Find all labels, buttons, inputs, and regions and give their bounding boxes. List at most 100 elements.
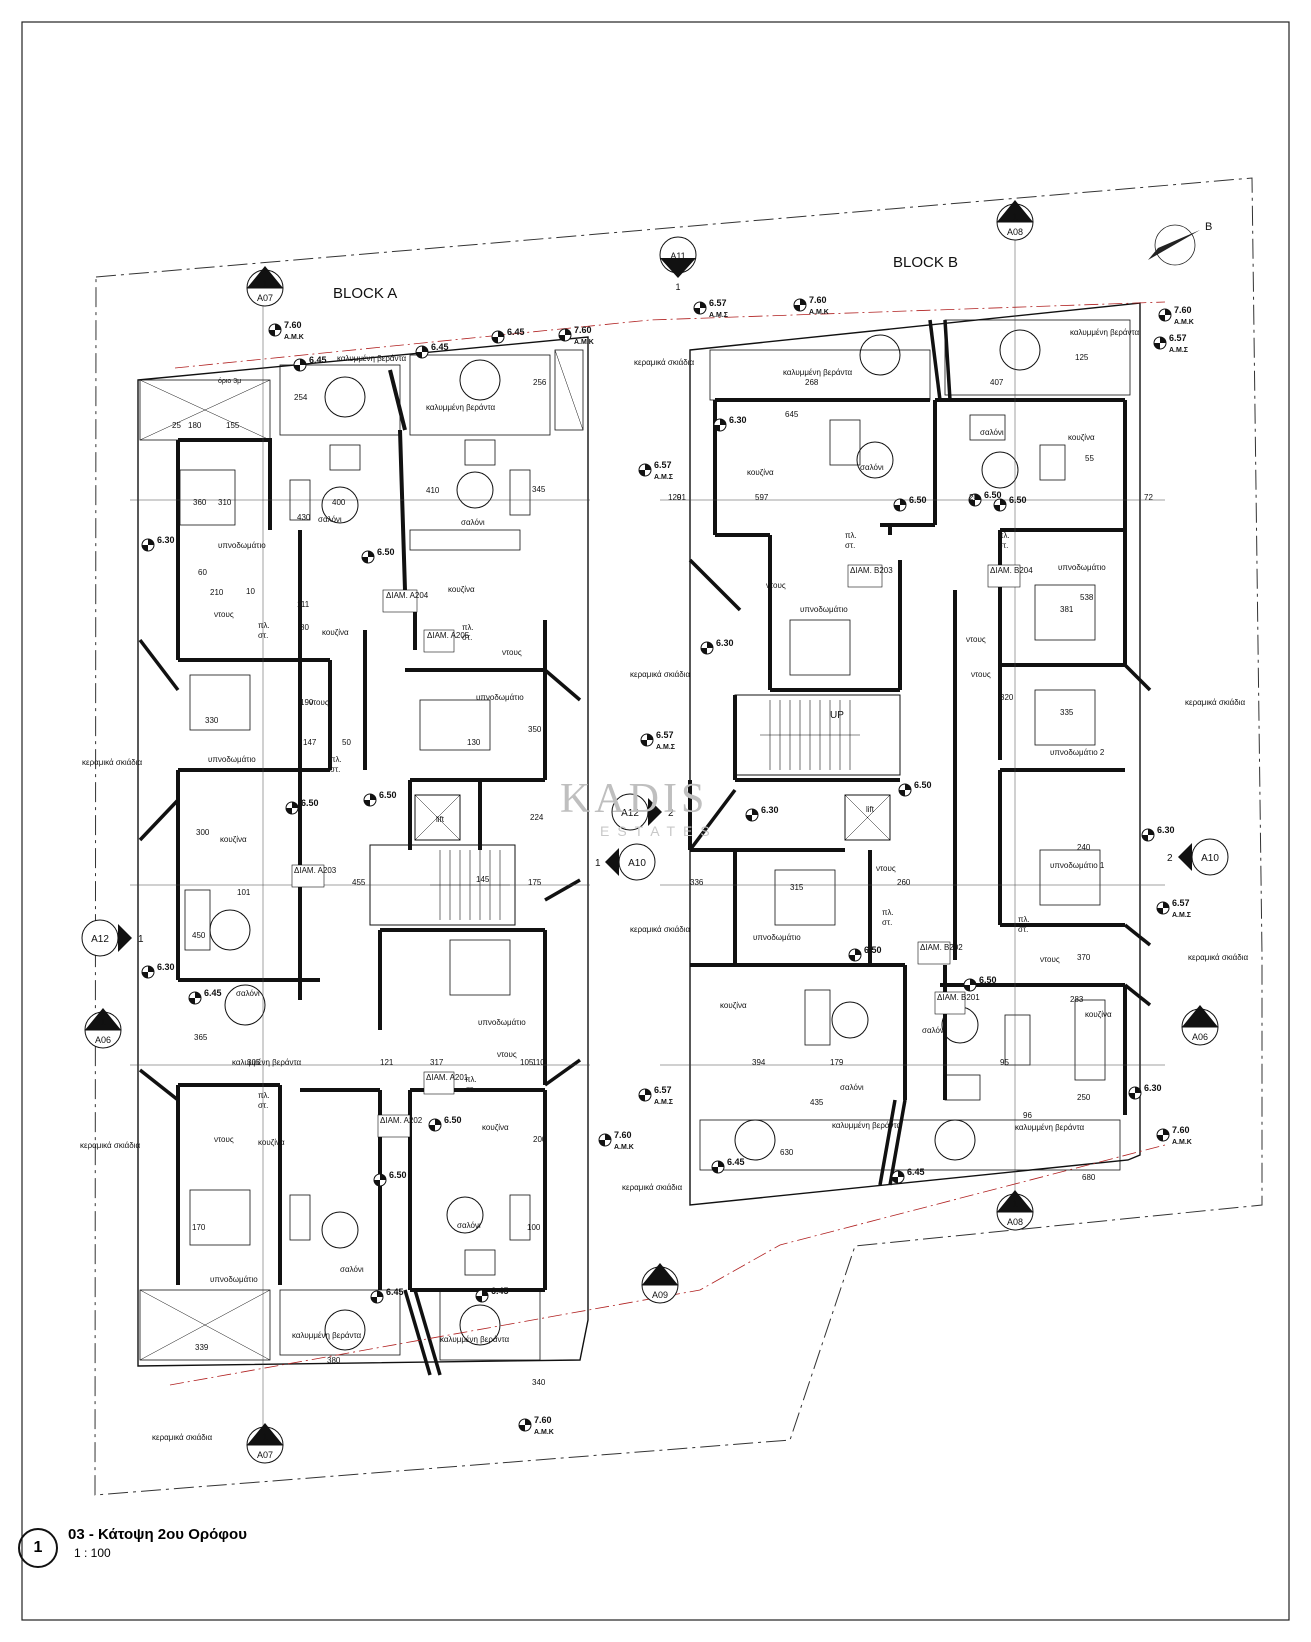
svg-text:πλ.: πλ. (258, 621, 270, 630)
dimension-label: 125 (1075, 353, 1089, 362)
dimension-label: 339 (195, 1343, 209, 1352)
level-value: 6.45 (431, 342, 449, 352)
section-marker-a06-right: 1 A06 (1181, 1005, 1219, 1046)
apartment-tags: ΔΙΑΜ. Α204 ΔΙΑΜ. Α205 ΔΙΑΜ. Α203 ΔΙΑΜ. Α… (291, 564, 1033, 1138)
svg-text:πλ.: πλ. (882, 908, 894, 917)
svg-text:στ.: στ. (1018, 925, 1028, 934)
dimension-label: 240 (1077, 843, 1091, 852)
level-marker: 6.50 (428, 1115, 462, 1132)
room-label: καλυμμένη βεράντα (426, 403, 496, 412)
room-label: κουζίνα (482, 1123, 509, 1132)
level-note: Α.Μ.Κ (574, 339, 594, 346)
svg-text:πλ.: πλ. (462, 623, 474, 632)
room-label: κουζίνα (448, 585, 475, 594)
level-value: 7.60 (614, 1130, 632, 1140)
level-marker: 6.30 (141, 962, 175, 979)
dimension-label: 330 (205, 716, 219, 725)
section-marker-a08-top: 1 A08 (996, 200, 1034, 241)
level-marker: 6.45 (491, 327, 525, 344)
svg-text:A06: A06 (1192, 1032, 1208, 1042)
room-label: σαλόνι (860, 463, 884, 472)
level-value: 6.30 (157, 535, 175, 545)
dimension-label: 91 (677, 493, 686, 502)
site-boundary (94, 177, 1263, 1496)
dimension-label: 597 (755, 493, 769, 502)
level-value: 6.50 (444, 1115, 462, 1125)
drawing-title: 03 - Κάτοψη 2ου Ορόφου (68, 1526, 247, 1543)
svg-text:1: 1 (262, 1432, 267, 1442)
svg-text:2: 2 (1167, 853, 1173, 864)
level-marker: 6.45 (415, 342, 449, 359)
level-marker: 6.30 (1141, 825, 1175, 842)
svg-text:1: 1 (1012, 1199, 1017, 1209)
dimension-label: 10 (246, 587, 255, 596)
drawing-number-badge: 1 (18, 1528, 58, 1568)
svg-text:A06: A06 (95, 1035, 111, 1045)
level-value: 6.57 (656, 730, 674, 740)
dimension-label: 360 (193, 498, 207, 507)
room-label: κεραμικά σκιάδια (634, 358, 694, 367)
room-label: σαλόνι (980, 428, 1004, 437)
room-label: υπνοδωμάτιο (1058, 563, 1106, 572)
block-a-slab (137, 336, 589, 1367)
dimension-label: 538 (1080, 593, 1094, 602)
svg-text:1: 1 (657, 1264, 662, 1274)
dimension-label: 20 (969, 493, 978, 502)
svg-text:1: 1 (262, 279, 267, 289)
svg-text:πλ.: πλ. (330, 755, 342, 764)
level-note: Α.Μ.Σ (1169, 347, 1188, 354)
section-marker-a11: A11 1 (659, 236, 697, 292)
room-label: σαλόνι (457, 1221, 481, 1230)
room-label: υπνοδωμάτιο (800, 605, 848, 614)
level-value: 7.60 (574, 325, 592, 335)
level-note: Α.Μ.Σ (654, 1099, 673, 1106)
dimension-label: 400 (332, 498, 346, 507)
level-value: 6.57 (1169, 333, 1187, 343)
svg-text:στ.: στ. (462, 633, 472, 642)
dimension-label: 370 (1077, 953, 1091, 962)
room-label: ντους (502, 648, 522, 657)
room-label: υπνοδωμάτιο (478, 1018, 526, 1027)
dimension-label: 365 (194, 1033, 208, 1042)
svg-text:ΔΙΑΜ. Β201: ΔΙΑΜ. Β201 (937, 993, 980, 1002)
svg-text:στ.: στ. (845, 541, 855, 550)
dimension-label: 336 (690, 878, 704, 887)
svg-text:ΔΙΑΜ. Β202: ΔΙΑΜ. Β202 (920, 943, 963, 952)
section-marker-a06-left: 1 A06 (84, 1008, 122, 1049)
level-value: 6.45 (309, 355, 327, 365)
room-label: κεραμικά σκιάδια (630, 670, 690, 679)
svg-text:1: 1 (1012, 212, 1017, 222)
section-marker-a08-bottom: 1 A08 (996, 1190, 1034, 1231)
svg-text:A10: A10 (1201, 853, 1219, 864)
svg-text:ΔΙΑΜ. Β203: ΔΙΑΜ. Β203 (850, 566, 893, 575)
dimension-label: 381 (1060, 605, 1074, 614)
level-marker: 6.45 (711, 1157, 745, 1174)
svg-text:A07: A07 (257, 293, 273, 303)
room-label: ντους (1040, 955, 1060, 964)
level-marker: 6.45 (475, 1286, 509, 1303)
level-marker: 6.57Α.Μ.Σ (1156, 898, 1191, 919)
dimension-label: 335 (1060, 708, 1074, 717)
level-value: 6.50 (864, 945, 882, 955)
svg-text:A11: A11 (670, 251, 685, 261)
svg-text:1: 1 (138, 934, 144, 945)
dimension-label: 120 (668, 493, 682, 502)
room-label: καλυμμένη βεράντα (1015, 1123, 1085, 1132)
dimension-label: 175 (528, 878, 542, 887)
svg-text:ΔΙΑΜ. Β204: ΔΙΑΜ. Β204 (990, 566, 1033, 575)
dimension-label: 300 (196, 828, 210, 837)
stair-up-label: UP (830, 710, 844, 721)
level-note: Α.Μ.Κ (534, 1429, 554, 1436)
setback-label: όριο 3μ (218, 377, 241, 385)
dimension-label: 55 (1085, 454, 1094, 463)
level-marker: 6.57Α.Μ.Σ (1153, 333, 1188, 354)
room-label: υπνοδωμάτιο 1 (1050, 861, 1105, 870)
dimension-label: 200 (533, 1135, 547, 1144)
level-marker: 6.45 (891, 1167, 925, 1184)
dimension-label: 305 (247, 1058, 261, 1067)
dimension-label: 407 (990, 378, 1004, 387)
level-marker: 6.50 (898, 780, 932, 797)
level-value: 6.30 (729, 415, 747, 425)
room-label: κεραμικά σκιάδια (80, 1141, 140, 1150)
level-value: 6.50 (984, 490, 1002, 500)
